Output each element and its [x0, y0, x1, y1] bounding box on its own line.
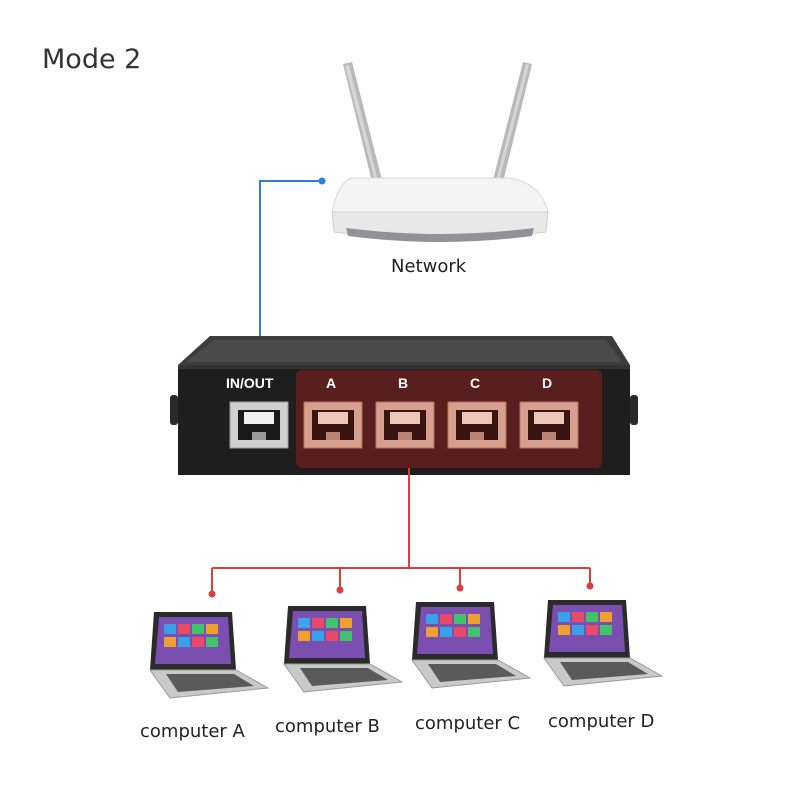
port-a: A	[303, 375, 363, 449]
port-label: A	[326, 375, 336, 391]
port-d: D	[519, 375, 579, 449]
port-c: C	[447, 375, 507, 449]
computer-label: computer D	[548, 711, 654, 732]
diagram-title: Mode 2	[42, 44, 141, 75]
laptop-icon	[283, 606, 404, 693]
computer-label: computer C	[415, 713, 520, 734]
network-link	[259, 177, 326, 398]
laptop-icon	[149, 612, 270, 699]
laptop-icon	[543, 600, 664, 687]
computer-label: computer B	[275, 716, 380, 737]
computer-label: computer A	[140, 721, 246, 742]
port-label: IN/OUT	[226, 375, 274, 391]
port-label: C	[470, 375, 480, 391]
port-b: B	[375, 375, 435, 449]
port-label: D	[542, 375, 552, 391]
port-inout: IN/OUT	[226, 375, 289, 449]
computer-links	[208, 468, 594, 598]
router-label: Network	[391, 256, 467, 277]
port-label: B	[398, 375, 408, 391]
router-icon	[331, 62, 549, 242]
laptop-icon	[411, 602, 532, 689]
